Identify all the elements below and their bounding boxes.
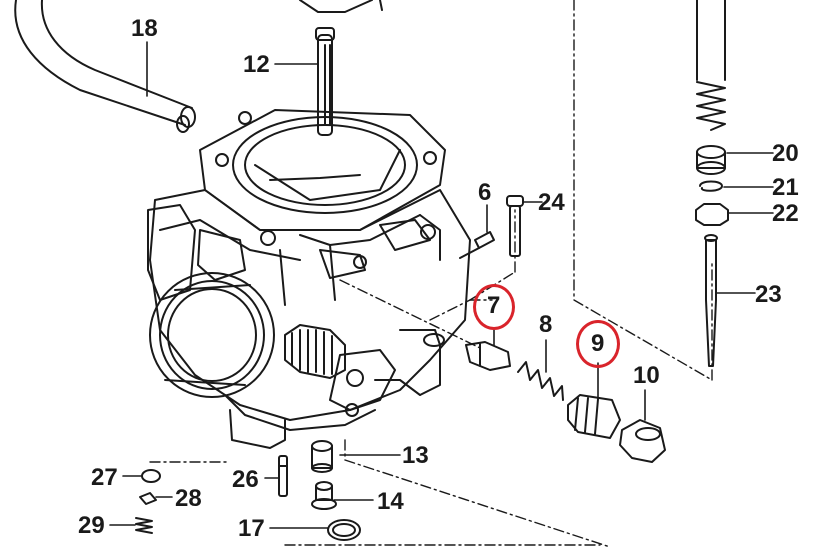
part-26-pin bbox=[279, 456, 287, 496]
needle-assembly bbox=[696, 0, 728, 366]
part-label-7: 7 bbox=[487, 292, 501, 319]
part-label-27: 27 bbox=[91, 464, 118, 491]
part-label-6: 6 bbox=[478, 179, 492, 206]
part-label-24: 24 bbox=[538, 189, 565, 216]
part-label-22: 22 bbox=[772, 200, 799, 227]
top-bracket bbox=[300, 0, 382, 12]
part-label-17: 17 bbox=[238, 515, 265, 542]
part-29-spring bbox=[136, 518, 152, 533]
part-7-jet bbox=[466, 342, 510, 370]
part-14-screw bbox=[312, 482, 336, 509]
center-lines bbox=[150, 0, 712, 547]
highlight-circle-7 bbox=[473, 284, 515, 330]
part-13-fitting bbox=[312, 441, 332, 472]
part-label-8: 8 bbox=[539, 311, 553, 338]
part-label-13: 13 bbox=[402, 442, 429, 469]
part-9-fitting bbox=[568, 395, 620, 438]
carburetor-body bbox=[148, 110, 470, 448]
highlight-circle-9 bbox=[576, 320, 620, 368]
rod-12 bbox=[316, 28, 334, 135]
part-label-18: 18 bbox=[131, 15, 158, 42]
part-17-washer bbox=[328, 520, 360, 540]
part-label-12: 12 bbox=[243, 51, 270, 78]
part-label-23: 23 bbox=[755, 281, 782, 308]
part-label-14: 14 bbox=[377, 488, 404, 515]
part-8-spring bbox=[518, 362, 563, 400]
part-label-28: 28 bbox=[175, 485, 202, 512]
part-label-10: 10 bbox=[633, 362, 660, 389]
part-28-ring bbox=[140, 493, 156, 504]
part-label-26: 26 bbox=[232, 466, 259, 493]
part-label-20: 20 bbox=[772, 140, 799, 167]
fuel-hose bbox=[15, 0, 195, 132]
part-label-29: 29 bbox=[78, 512, 105, 539]
part-6-pin bbox=[460, 232, 494, 258]
part-24-screw bbox=[507, 196, 523, 256]
leader-lines bbox=[110, 42, 773, 528]
part-27-clip bbox=[142, 470, 160, 482]
part-label-21: 21 bbox=[772, 174, 799, 201]
part-10-cap bbox=[620, 420, 665, 462]
part-label-9: 9 bbox=[591, 330, 605, 357]
